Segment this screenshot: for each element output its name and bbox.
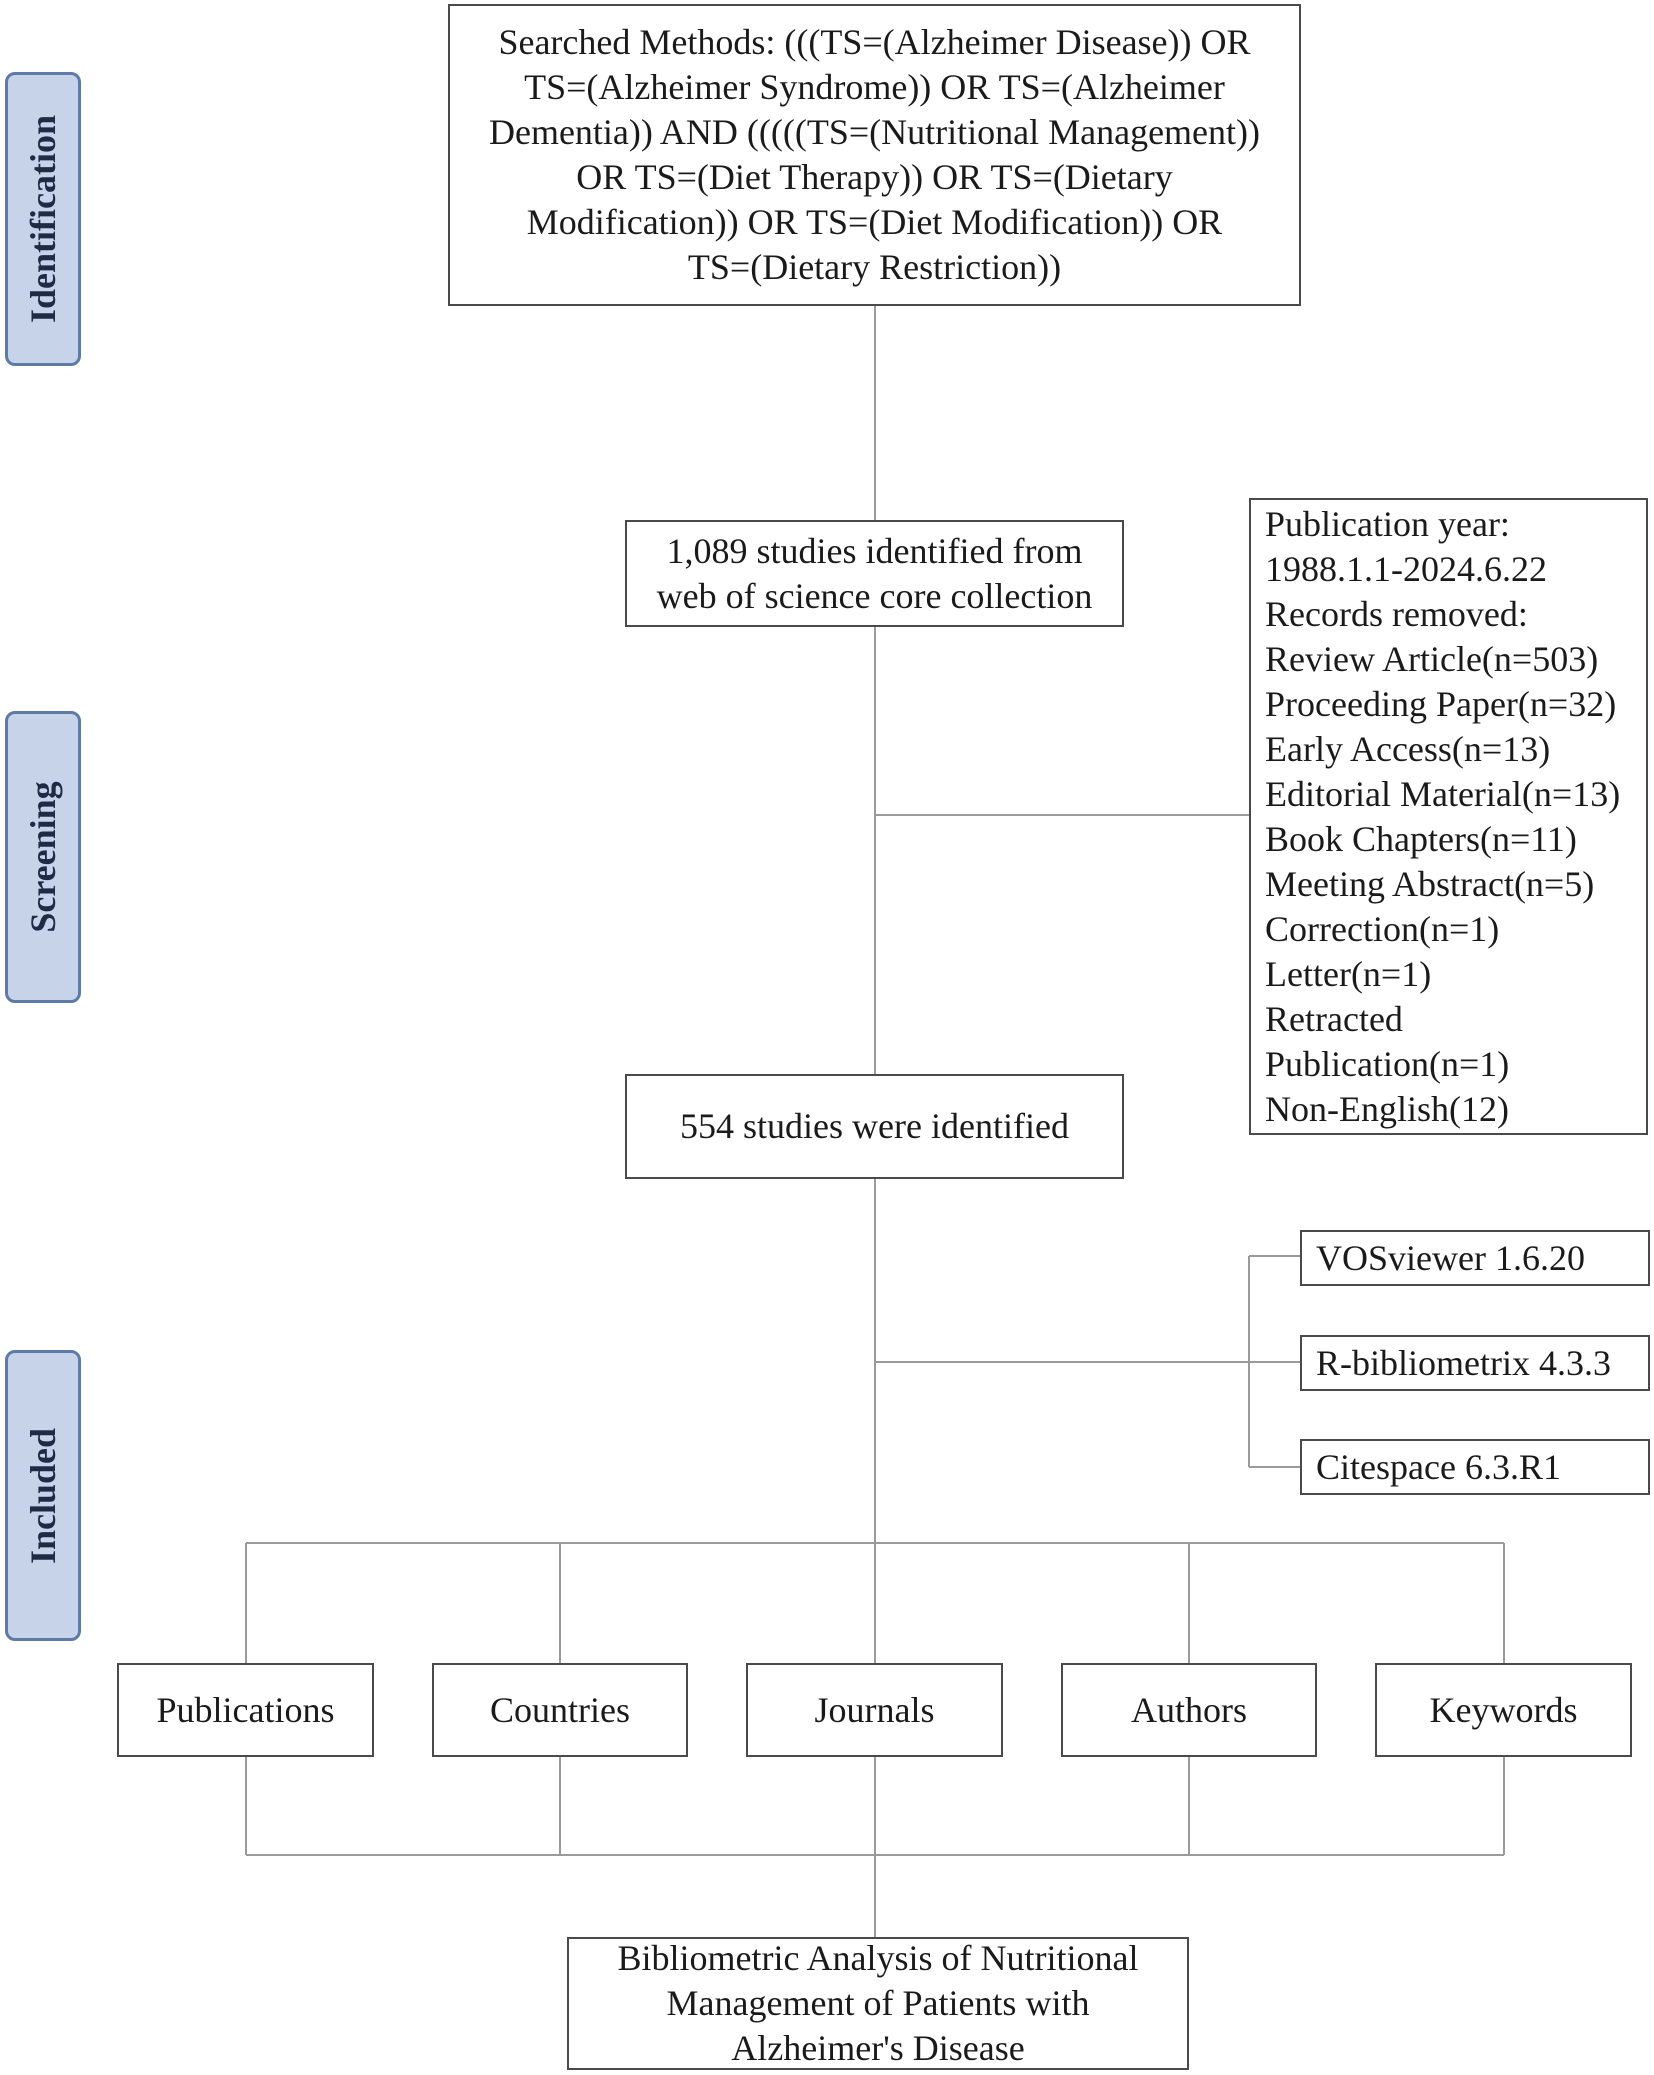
category-label: Publications (156, 1690, 335, 1730)
exclusion-line: Letter(n=1) (1265, 954, 1432, 994)
exclusion-line: Non-English(12) (1265, 1089, 1509, 1129)
search-line: Searched Methods: (((TS=(Alzheimer Disea… (498, 22, 1251, 62)
category-label: Keywords (1429, 1690, 1578, 1730)
stage-identification: Identification (5, 72, 81, 366)
search-line: TS=(Dietary Restriction)) (687, 247, 1062, 287)
final-studies-label: 554 studies were identified (680, 1106, 1069, 1146)
exclusion-line: Retracted (1265, 999, 1403, 1039)
exclusion-line: Book Chapters(n=11) (1265, 819, 1577, 859)
outcome-line: Alzheimer's Disease (731, 2028, 1025, 2068)
exclusion-line: Review Article(n=503) (1265, 639, 1599, 679)
tool-vosviewer: VOSviewer 1.6.20 (1300, 1230, 1650, 1286)
category-authors: Authors (1061, 1663, 1317, 1757)
exclusion-line: Publication(n=1) (1265, 1044, 1510, 1084)
category-journals: Journals (746, 1663, 1003, 1757)
exclusion-line: Early Access(n=13) (1265, 729, 1551, 769)
tool-r-bibliometrix: R-bibliometrix 4.3.3 (1300, 1335, 1650, 1391)
search-methods-box: Searched Methods: (((TS=(Alzheimer Disea… (448, 4, 1301, 306)
outcome-box: Bibliometric Analysis of Nutritional Man… (567, 1937, 1189, 2070)
identified-line: 1,089 studies identified from (666, 530, 1083, 571)
search-line: TS=(Alzheimer Syndrome)) OR TS=(Alzheime… (524, 67, 1225, 107)
search-line: Modification)) OR TS=(Diet Modification)… (526, 202, 1223, 242)
stage-screening-label: Screening (23, 781, 63, 933)
stage-screening: Screening (5, 711, 81, 1003)
category-label: Journals (814, 1690, 935, 1730)
exclusion-line: Correction(n=1) (1265, 909, 1500, 949)
exclusion-line: 1988.1.1-2024.6.22 (1265, 549, 1547, 589)
tool-label: Citespace 6.3.R1 (1316, 1447, 1561, 1487)
category-countries: Countries (432, 1663, 688, 1757)
exclusion-line: Records removed: (1265, 594, 1528, 634)
category-label: Countries (490, 1690, 630, 1730)
stage-included: Included (5, 1350, 81, 1641)
outcome-line: Bibliometric Analysis of Nutritional (617, 1938, 1139, 1978)
final-studies-box: 554 studies were identified (625, 1074, 1124, 1179)
exclusion-line: Meeting Abstract(n=5) (1265, 864, 1595, 904)
exclusion-line: Publication year: (1265, 504, 1510, 544)
identified-studies-box: 1,089 studies identified from web of sci… (625, 520, 1124, 627)
tool-label: VOSviewer 1.6.20 (1316, 1238, 1585, 1278)
stage-included-label: Included (23, 1427, 63, 1564)
exclusion-line: Proceeding Paper(n=32) (1265, 684, 1617, 724)
category-publications: Publications (117, 1663, 374, 1757)
stage-identification-label: Identification (23, 114, 63, 324)
exclusion-criteria-box: Publication year: 1988.1.1-2024.6.22 Rec… (1249, 498, 1648, 1135)
search-line: OR TS=(Diet Therapy)) OR TS=(Dietary (576, 157, 1173, 197)
tool-label: R-bibliometrix 4.3.3 (1316, 1343, 1611, 1383)
category-label: Authors (1131, 1690, 1247, 1730)
category-keywords: Keywords (1375, 1663, 1632, 1757)
outcome-line: Management of Patients with (666, 1983, 1090, 2023)
tool-citespace: Citespace 6.3.R1 (1300, 1439, 1650, 1495)
search-line: Dementia)) AND (((((TS=(Nutritional Mana… (488, 112, 1261, 152)
identified-line: web of science core collection (656, 575, 1093, 616)
exclusion-line: Editorial Material(n=13) (1265, 774, 1621, 814)
